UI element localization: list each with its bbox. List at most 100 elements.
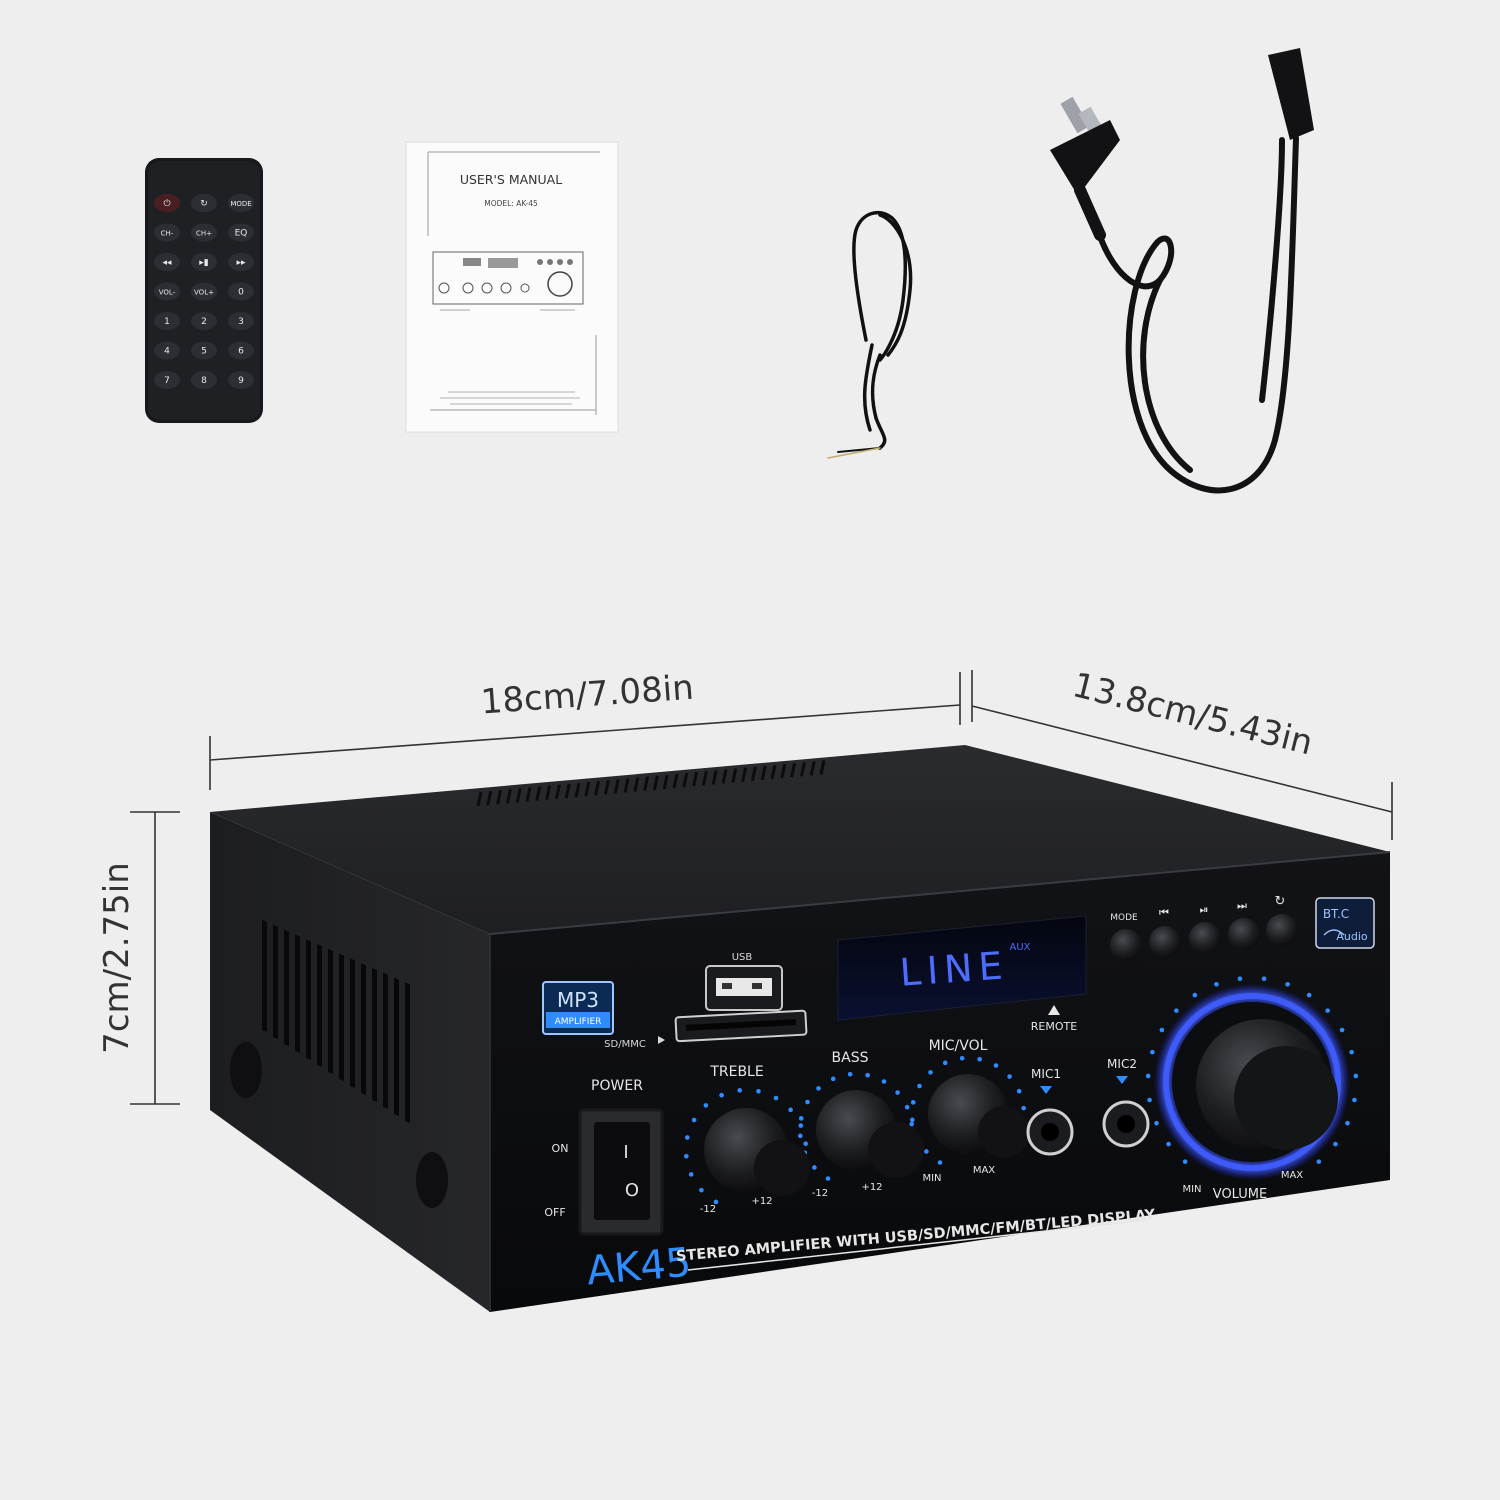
knob-scale-dot [699, 1187, 704, 1193]
side-vent-slot [350, 958, 355, 1088]
mic1-jack-group: MIC1 [1026, 1067, 1074, 1156]
mp3-badge-text: MP3 [557, 988, 599, 1012]
usb-label: USB [732, 952, 753, 963]
mode-label: MODE [1110, 913, 1138, 923]
side-vent-slot [328, 948, 333, 1074]
bass-max: +12 [861, 1182, 882, 1193]
sd-label: SD/MMC [604, 1039, 646, 1050]
remote-key-label: ◂◂ [162, 258, 172, 268]
side-vent-slot [339, 953, 344, 1081]
knob-scale-dot [1333, 1141, 1338, 1147]
next-label: ⏭ [1237, 899, 1247, 912]
remote-key [228, 253, 254, 271]
side-vent-slot [306, 939, 311, 1060]
remote-key [154, 312, 180, 330]
transport-buttons: MODE ⏮ ⏯ ⏭ ↻ [1110, 894, 1298, 961]
knob-scale-dot [812, 1165, 817, 1170]
prev-label: ⏮ [1159, 906, 1169, 919]
knob-scale-dot [1353, 1073, 1359, 1079]
knob-scale-dot [942, 1060, 948, 1066]
knob-scale-dot [798, 1123, 804, 1128]
side-vent-slot [394, 977, 399, 1116]
knob-scale-dot [798, 1133, 803, 1139]
knob-scale-dot [1316, 1159, 1322, 1164]
treble-max: +12 [751, 1196, 772, 1207]
knob-scale-dot [756, 1089, 761, 1094]
remote-sensor-arrow [1048, 1005, 1060, 1015]
micvol-max: MAX [973, 1165, 995, 1176]
next-button[interactable] [1228, 918, 1260, 950]
treble-label: TREBLE [709, 1064, 763, 1080]
bass-min: -12 [812, 1188, 828, 1199]
knob-scale-dot [1192, 992, 1198, 998]
switch-on-mark: I [623, 1142, 628, 1163]
knob-scale-dot [881, 1079, 887, 1084]
prev-button[interactable] [1149, 926, 1181, 958]
knob-scale-dot [1325, 1008, 1330, 1013]
knob-scale-dot [1306, 992, 1312, 998]
off-label: OFF [544, 1206, 565, 1219]
side-vent-slot [317, 944, 322, 1067]
play-pause-button[interactable] [1189, 922, 1221, 954]
mode-button[interactable] [1110, 929, 1142, 961]
remote-key [228, 371, 254, 389]
remote-key [154, 282, 180, 301]
side-vent-slot [262, 920, 267, 1032]
knob-scale-dot [847, 1072, 853, 1077]
volume-label: VOLUME [1213, 1187, 1267, 1202]
repeat-button[interactable] [1266, 914, 1298, 946]
knob-scale-dot [1214, 981, 1219, 987]
sd-card-slot[interactable]: SD/MMC [604, 1009, 808, 1050]
knob-scale-dot [1166, 1141, 1171, 1147]
remote-key-label: 3 [238, 317, 244, 327]
knob-scale-dot [830, 1076, 836, 1082]
mp3-amplifier-badge: MP3 AMPLIFIER [542, 981, 614, 1035]
knob-scale-dot [1021, 1105, 1026, 1111]
remote-key-label: ▸▮ [199, 258, 209, 268]
knob-scale-dot [798, 1116, 804, 1121]
knob-scale-dot [688, 1172, 694, 1177]
side-vent-slot [284, 929, 289, 1046]
knob-scale-dot [803, 1141, 808, 1147]
dimension-height [130, 811, 180, 1105]
power-label: POWER [591, 1078, 643, 1094]
remote-key-label: VOL+ [194, 289, 214, 297]
knob-scale-dot [1150, 1049, 1155, 1055]
remote-key [228, 341, 254, 360]
mic2-label: MIC2 [1107, 1057, 1137, 1071]
knob-scale-dot [1345, 1120, 1350, 1126]
manual-title: USER'S MANUAL [460, 172, 562, 187]
knob-scale-dot [937, 1160, 943, 1165]
tagline-underline [687, 1219, 1147, 1271]
play-pause-label: ⏯ [1200, 903, 1209, 916]
manual-fine-print [440, 391, 580, 405]
remote-key [191, 253, 217, 271]
remote-key [228, 194, 254, 212]
mp3-badge-sub: AMPLIFIER [555, 1017, 602, 1027]
micvol-label: MIC/VOL [929, 1038, 988, 1054]
remote-key [191, 282, 217, 301]
bass-label: BASS [832, 1050, 869, 1066]
treble-control: TREBLE -12 +12 [700, 1064, 810, 1215]
manual-amplifier-illustration [432, 251, 584, 311]
usb-port[interactable]: USB [705, 952, 783, 1011]
power-switch-group: POWER ON OFF I O [544, 1078, 664, 1236]
side-vent-slot [273, 924, 278, 1039]
treble-min: -12 [700, 1204, 716, 1215]
knob-scale-dot [1237, 976, 1243, 982]
knob-scale-dot [684, 1153, 689, 1159]
side-vent-slot [361, 963, 366, 1095]
power-switch[interactable]: I O [578, 1108, 664, 1236]
remote-key-label: 6 [238, 347, 244, 357]
knob-scale-dot [1159, 1027, 1165, 1033]
remote-key-label: ⏻ [163, 198, 170, 209]
remote-key-label: 2 [201, 317, 207, 327]
remote-key [154, 253, 180, 271]
remote-key [191, 371, 217, 389]
knob-scale-dot [1007, 1074, 1012, 1079]
knob-scale-dot [910, 1100, 916, 1105]
knob-scale-dot [691, 1117, 697, 1123]
on-label: ON [552, 1142, 569, 1155]
remote-key-label: 7 [164, 376, 170, 386]
